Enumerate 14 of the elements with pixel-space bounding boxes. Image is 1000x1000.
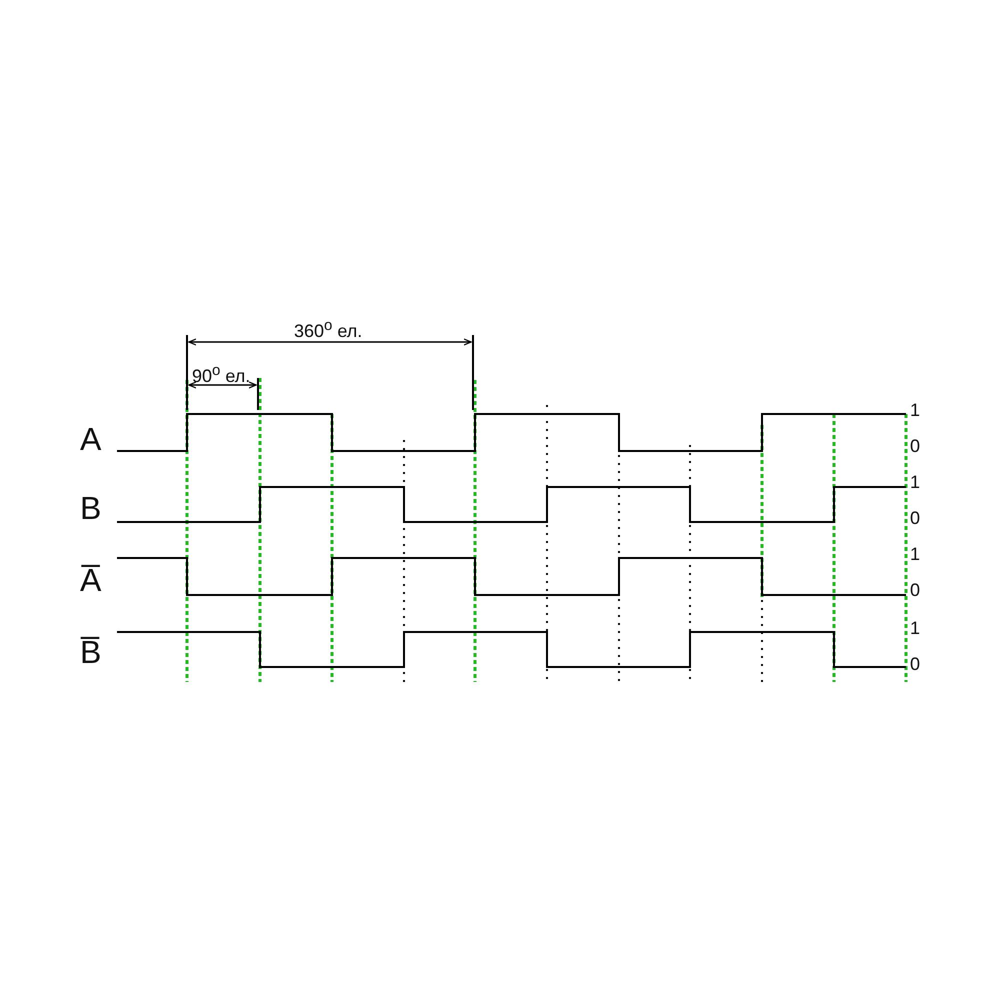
signal-name: B̅ [80,636,102,668]
logic-level: 0 [910,509,920,527]
logic-level: 1 [910,545,920,563]
signal-name: B [80,492,102,524]
logic-level: 0 [910,581,920,599]
logic-level: 1 [910,473,920,491]
signal-name: A [80,423,102,455]
logic-level: 1 [910,401,920,419]
signal-name: A̅ [80,564,102,596]
logic-level: 0 [910,437,920,455]
logic-level: 0 [910,655,920,673]
dimension-label: 90$^{o}$ ел. [192,363,250,385]
dimension-label: 360$^{o}$ ел. [294,318,362,340]
logic-level: 1 [910,619,920,637]
